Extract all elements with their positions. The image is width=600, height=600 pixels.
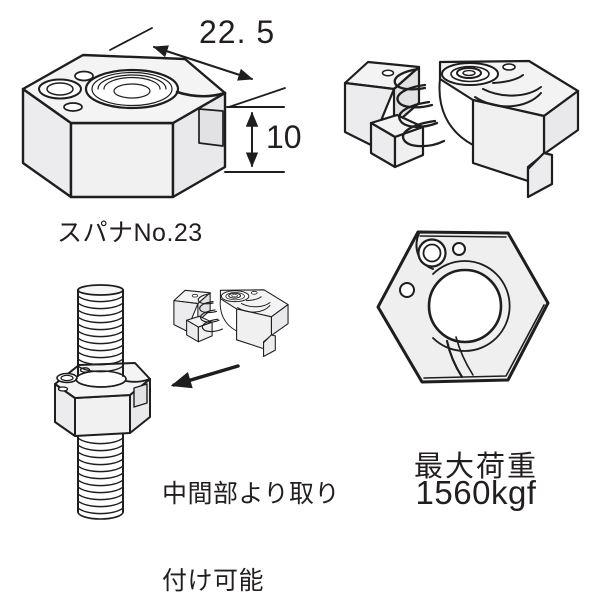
center-hole — [427, 268, 503, 344]
pin-hole — [399, 282, 415, 298]
max-load-label: 最大荷重 — [413, 451, 538, 483]
pin-hole — [63, 102, 83, 112]
iso-nut-figure — [21, 53, 227, 199]
split-notch — [198, 108, 224, 147]
installation-note-line1: 中間部より取り — [162, 480, 341, 508]
installation-note: 中間部より取り 付け可能 — [162, 422, 340, 600]
spanner-size-label: スパナNo.23 — [57, 219, 203, 247]
installation-note-line2: 付け可能 — [162, 567, 265, 595]
threaded-hole — [84, 68, 180, 110]
install-arrow-icon — [170, 364, 240, 389]
pin-hole — [74, 70, 94, 82]
threaded-rod-figure — [54, 284, 289, 520]
pin-hole — [452, 242, 466, 256]
height-dimension-value: 10 — [266, 119, 302, 155]
hex-top-view-figure — [376, 230, 550, 384]
width-dimension-value: 22. 5 — [199, 14, 276, 50]
rod-lower-section — [77, 433, 124, 520]
width-dimension-arrow — [109, 27, 286, 108]
small-cutaway-nut-figure — [173, 289, 289, 358]
nut-front-face — [69, 121, 175, 199]
nut-on-rod — [54, 362, 151, 437]
height-dimension-arrow — [224, 106, 285, 173]
rod-upper-section — [77, 284, 124, 377]
cutaway-nut-figure — [343, 59, 580, 199]
max-load-value: 1560kgf — [415, 474, 537, 511]
